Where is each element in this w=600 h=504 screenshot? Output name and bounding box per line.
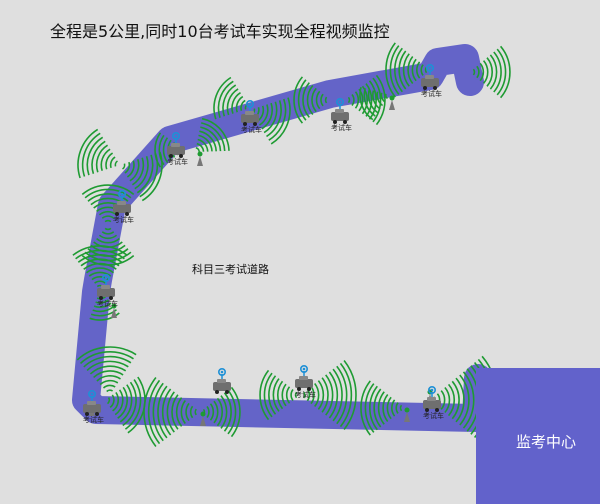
exam-road	[72, 44, 492, 432]
car-label: 考试车	[295, 390, 316, 399]
exam-car-icon	[213, 367, 231, 394]
exam-car-icon: 考试车	[167, 132, 188, 166]
signal-icon	[106, 376, 146, 434]
signal-icon	[385, 42, 428, 98]
signal-icon	[72, 245, 128, 288]
signal-icon	[360, 380, 403, 436]
signal-icon	[121, 151, 163, 202]
car-label: 考试车	[83, 415, 104, 424]
signal-icon	[359, 86, 389, 121]
car-label: 考试车	[113, 215, 134, 224]
signal-icon	[143, 377, 197, 447]
signal-icon	[303, 360, 357, 430]
base-station-icon	[197, 151, 203, 166]
signal-coverage	[72, 42, 511, 447]
exam-car-icon: 考试车	[83, 389, 104, 424]
signal-icon	[213, 76, 249, 120]
car-label: 考试车	[241, 125, 262, 134]
signal-icon	[195, 117, 230, 153]
signal-icon	[293, 76, 328, 124]
signal-icon	[472, 45, 511, 99]
car-label: 考试车	[331, 123, 352, 132]
base-station-icon	[200, 411, 206, 426]
car-label: 考试车	[97, 299, 118, 308]
exam-car-icon: 考试车	[113, 190, 134, 224]
base-station-icon	[111, 303, 117, 318]
car-label: 考试车	[421, 89, 442, 98]
base-station-icon	[404, 407, 410, 422]
signal-icon	[251, 97, 291, 145]
monitoring-center-box	[476, 368, 600, 504]
monitoring-center-label: 监考中心	[516, 433, 577, 451]
route-label: 科目三考试道路	[192, 263, 269, 276]
signal-icon	[77, 128, 119, 179]
exam-car-icon: 考试车	[331, 98, 352, 132]
exam-cars: 考试车考试车考试车考试车考试车考试车考试车考试车考试车	[83, 64, 444, 424]
signal-icon	[202, 386, 241, 438]
exam-car-icon: 考试车	[421, 64, 442, 98]
signal-icon	[76, 346, 137, 393]
exam-car-icon: 考试车	[423, 385, 444, 420]
diagram-title: 全程是5公里,同时10台考试车实现全程视频监控	[50, 22, 390, 41]
signal-icon	[259, 369, 298, 421]
car-label: 考试车	[167, 157, 188, 166]
signal-icon	[89, 292, 120, 321]
car-label: 考试车	[423, 411, 444, 420]
base-station-icon	[389, 95, 395, 110]
exam-car-icon: 考试车	[295, 364, 316, 399]
exam-car-icon: 考试车	[241, 100, 262, 134]
exam-car-icon: 考试车	[97, 273, 118, 308]
